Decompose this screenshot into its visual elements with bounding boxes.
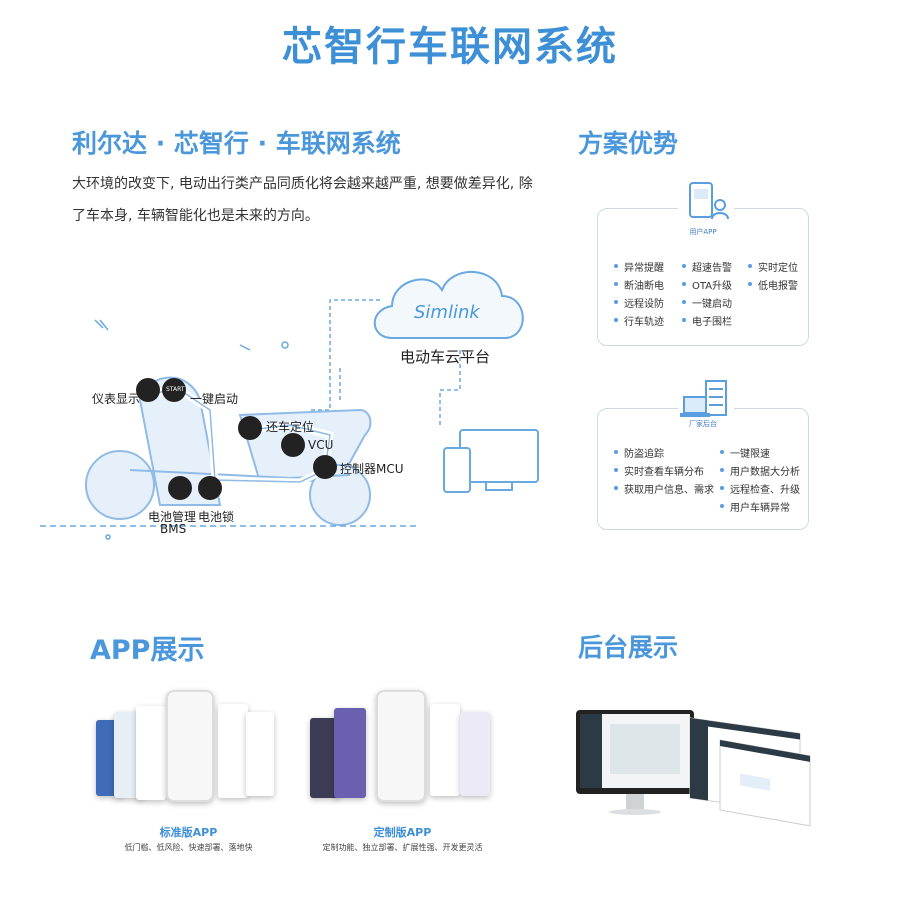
factory-backend-caption: 厂家后台: [689, 420, 717, 428]
section-title-advantages: 方案优势: [578, 129, 679, 158]
section-title-system: 利尔达 · 芯智行 · 车联网系统: [72, 129, 401, 158]
app-screen: [430, 704, 460, 796]
factory-backend-card: 厂家后台 防盗追踪 一键限速 实时查看车辆分布 用户数据大分析 获取用户信息、需…: [597, 379, 809, 530]
dashboard-node: [136, 378, 160, 402]
label-battery-lock: 电池锁: [198, 510, 235, 524]
phone-user-icon: [678, 179, 734, 227]
user-app-caption: 用户APP: [689, 228, 717, 236]
custom-app-subtitle: 定制功能、独立部署、扩展性强、开发更灵活: [322, 843, 483, 852]
locate-node: [238, 416, 262, 440]
app-screen: [246, 712, 274, 796]
label-vcu: VCU: [308, 438, 334, 452]
feature-item: 实时查看车辆分布: [614, 463, 704, 478]
label-one-key-start: 一键启动: [190, 392, 239, 406]
feature-item: 一键启动: [682, 295, 732, 310]
label-return-locate: 还车定位: [266, 420, 315, 434]
feature-item: 超速告警: [682, 259, 732, 274]
app-screen: [136, 706, 166, 800]
feature-item: 获取用户信息、需求: [614, 481, 714, 496]
system-diagram: Simlink 电动车云平台 仪表显示 START 一键启动 还车定位 VCU …: [40, 250, 560, 550]
custom-app-title: 定制版APP: [373, 826, 432, 839]
standard-app-mockups: [96, 690, 281, 810]
scooter-body: [85, 376, 372, 526]
section-title-backend: 后台展示: [578, 633, 679, 662]
devices-icon: [443, 429, 539, 493]
user-app-card: 用户APP 异常提醒 超速告警 实时定位 断油断电 OTA升级 低电报警 远程设…: [597, 179, 809, 346]
bms-node: [168, 476, 192, 500]
feature-item: 断油断电: [614, 277, 664, 292]
phone-frame: [376, 690, 426, 802]
phone-frame: [166, 690, 214, 802]
backend-mockup: [570, 700, 830, 830]
custom-app-mockups: [310, 690, 495, 810]
page-title: 芯智行车联网系统: [282, 24, 618, 70]
feature-item: 防盗追踪: [614, 445, 664, 460]
feature-item: 一键限速: [720, 445, 770, 460]
connection-lines: [310, 299, 461, 425]
lock-node: [198, 476, 222, 500]
section-title-app: APP展示: [90, 635, 205, 666]
feature-item: 行车轨迹: [614, 313, 664, 328]
app-screen: [218, 704, 248, 798]
cloud-icon: [373, 270, 524, 339]
label-controller-mcu: 控制器MCU: [340, 462, 404, 476]
start-badge: START: [166, 386, 185, 393]
vcu-node: [281, 433, 305, 457]
feature-item: 低电报警: [748, 277, 798, 292]
feature-item-continued: 用户车辆异常: [720, 499, 790, 514]
app-screen: [334, 708, 366, 798]
laptop-server-icon: [678, 379, 734, 427]
label-dashboard: 仪表显示: [92, 392, 141, 406]
simlink-logo: Simlink: [414, 302, 480, 323]
label-bms-2: BMS: [160, 522, 187, 536]
scooter-illustration: [40, 270, 539, 540]
standard-app-title: 标准版APP: [159, 826, 218, 839]
feature-item: 实时定位: [748, 259, 798, 274]
feature-item: 远程检查、升级: [720, 481, 800, 496]
feature-item: 用户数据大分析: [720, 463, 800, 478]
mcu-node: [313, 455, 337, 479]
feature-item: OTA升级: [682, 277, 732, 292]
feature-item: 异常提醒: [614, 259, 664, 274]
feature-item: 电子围栏: [682, 313, 732, 328]
standard-app-subtitle: 低门槛、低风险、快速部署、落地快: [124, 843, 253, 852]
label-bms-1: 电池管理: [148, 510, 197, 524]
cloud-platform-label: 电动车云平台: [400, 348, 491, 366]
feature-item: 远程设防: [614, 295, 664, 310]
start-node: [162, 378, 186, 402]
app-screen: [460, 712, 490, 796]
intro-text: 大环境的改变下, 电动出行类产品同质化将会越来越严重, 想要做差异化, 除了车本…: [72, 176, 533, 224]
